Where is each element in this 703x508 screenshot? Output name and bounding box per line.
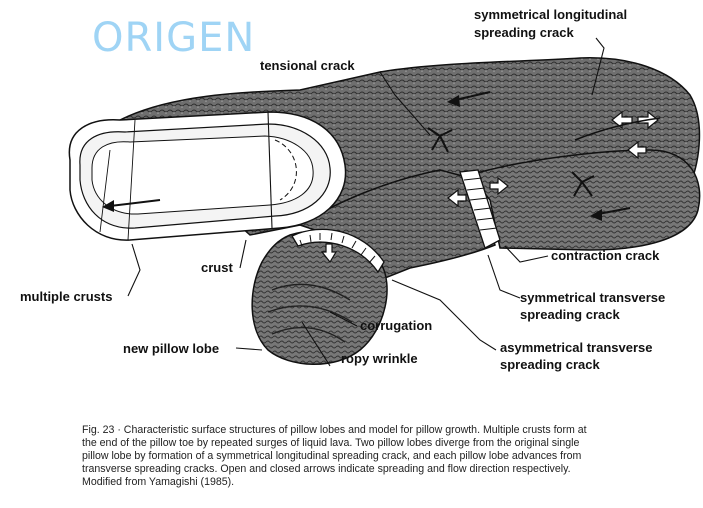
label-multiple-crusts: multiple crusts — [20, 289, 112, 304]
caption-line-5: Modified from Yamagishi (1985). — [82, 476, 682, 489]
figure-caption: Fig. 23 · Characteristic surface structu… — [82, 424, 682, 489]
label-ropy-wrinkle: ropy wrinkle — [341, 351, 418, 366]
caption-line-3: pillow lobe by formation of a symmetrica… — [82, 450, 682, 463]
label-new-pillow-lobe: new pillow lobe — [123, 341, 219, 356]
caption-line-1: Fig. 23 · Characteristic surface structu… — [82, 424, 682, 437]
label-corrugation: corrugation — [360, 318, 432, 333]
caption-line-4: transverse spreading cracks. Open and cl… — [82, 463, 682, 476]
label-sym-transverse-1: symmetrical transverse — [520, 290, 665, 305]
label-sym-longitudinal-2: spreading crack — [474, 25, 574, 40]
caption-line-2: the end of the pillow toe by repeated su… — [82, 437, 682, 450]
label-crust: crust — [201, 260, 233, 275]
label-asym-transverse-1: asymmetrical transverse — [500, 340, 653, 355]
label-sym-longitudinal-1: symmetrical longitudinal — [474, 7, 627, 22]
watermark-origen: ORIGEN — [92, 16, 255, 60]
label-tensional-crack: tensional crack — [260, 58, 355, 73]
label-asym-transverse-2: spreading crack — [500, 357, 600, 372]
label-contraction-crack: contraction crack — [551, 248, 659, 263]
label-sym-transverse-2: spreading crack — [520, 307, 620, 322]
